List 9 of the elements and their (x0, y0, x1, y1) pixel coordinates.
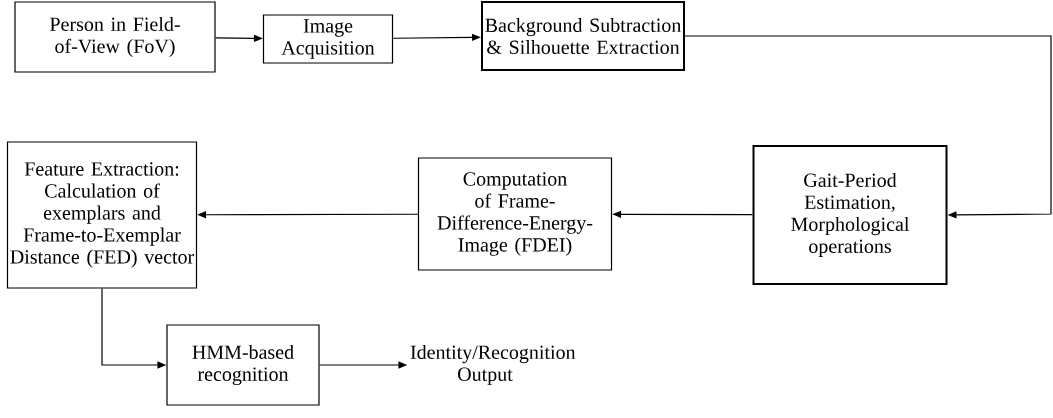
output-text: Identity/Recognition Output (410, 344, 576, 386)
process-box: Computation of Frame-Difference-Energy-Image (FDEI) (417, 157, 613, 271)
process-box: Image Acquisition (262, 14, 394, 64)
process-box: HMM-based recognition (166, 324, 320, 406)
arrow (684, 35, 1052, 219)
process-box: Gait-Period Estimation, Morphological operations (752, 145, 948, 285)
process-box: Feature Extraction: Calculation of exemplars and Frame-to-Exemplar Distance (FED) vector (6, 141, 198, 289)
process-box: Person in Field-of-View (FoV) (14, 1, 216, 73)
process-box: Background Subtraction & Silhouette Extraction (481, 1, 685, 71)
